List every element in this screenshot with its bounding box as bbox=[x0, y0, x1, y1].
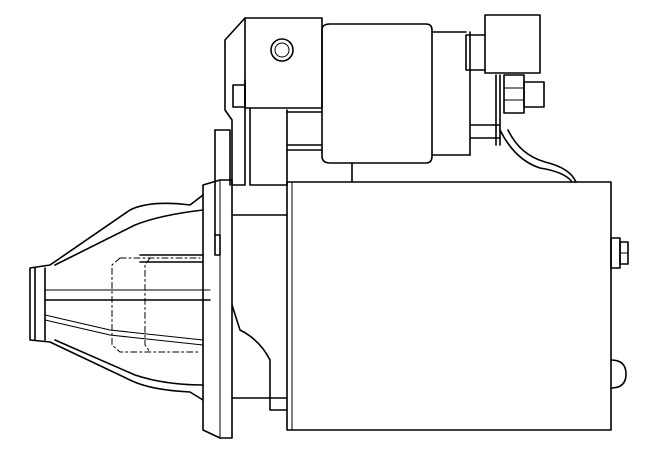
nose-housing bbox=[29, 194, 211, 401]
drive-housing-bracket bbox=[214, 17, 323, 236]
terminal-block bbox=[465, 14, 577, 183]
solenoid bbox=[286, 23, 501, 183]
mounting-flange bbox=[202, 179, 288, 439]
motor-body bbox=[286, 181, 629, 431]
